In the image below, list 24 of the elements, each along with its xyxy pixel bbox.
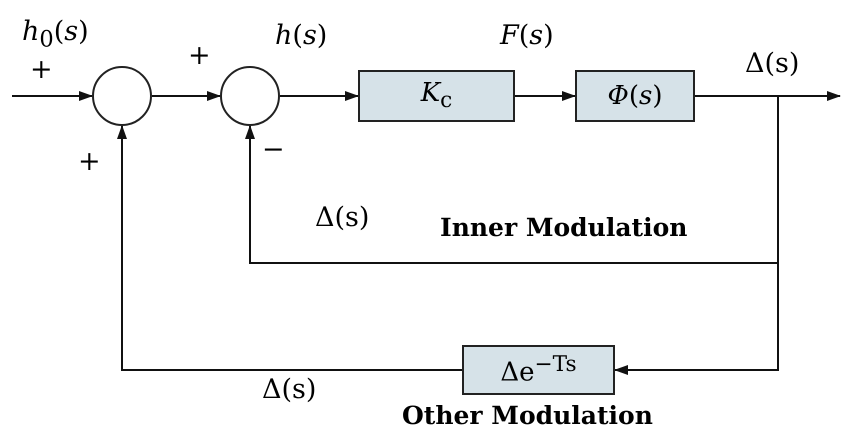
arrow: [152, 91, 221, 101]
math-label: h(s): [275, 22, 328, 49]
block-box: [462, 345, 615, 395]
block-box: [358, 70, 515, 122]
block-box: [575, 70, 695, 122]
arrow: [614, 95, 779, 375]
sign-label: +: [188, 42, 211, 69]
sign-label: +: [30, 56, 53, 83]
arrow: [280, 91, 359, 101]
math-label: Δ(s): [262, 376, 316, 403]
block-label: K$_{c}$: [420, 78, 452, 114]
arrow: [12, 91, 93, 101]
math-label: F(s): [500, 22, 554, 49]
sign-label: −: [262, 136, 285, 163]
block-label: Φ(s): [608, 81, 662, 111]
arrow: [515, 91, 576, 101]
math-label: Δ(s): [745, 50, 800, 77]
math-label: Δ(s): [315, 204, 370, 231]
arrow: [117, 125, 462, 371]
sign-label: +: [78, 148, 101, 175]
caption-label: Inner Modulation: [440, 215, 688, 240]
math-label: h$_{0}$(s): [22, 18, 89, 51]
caption-label: Other Modulation: [402, 403, 653, 428]
block-label: Δe$^{−Ts}$: [500, 352, 577, 388]
